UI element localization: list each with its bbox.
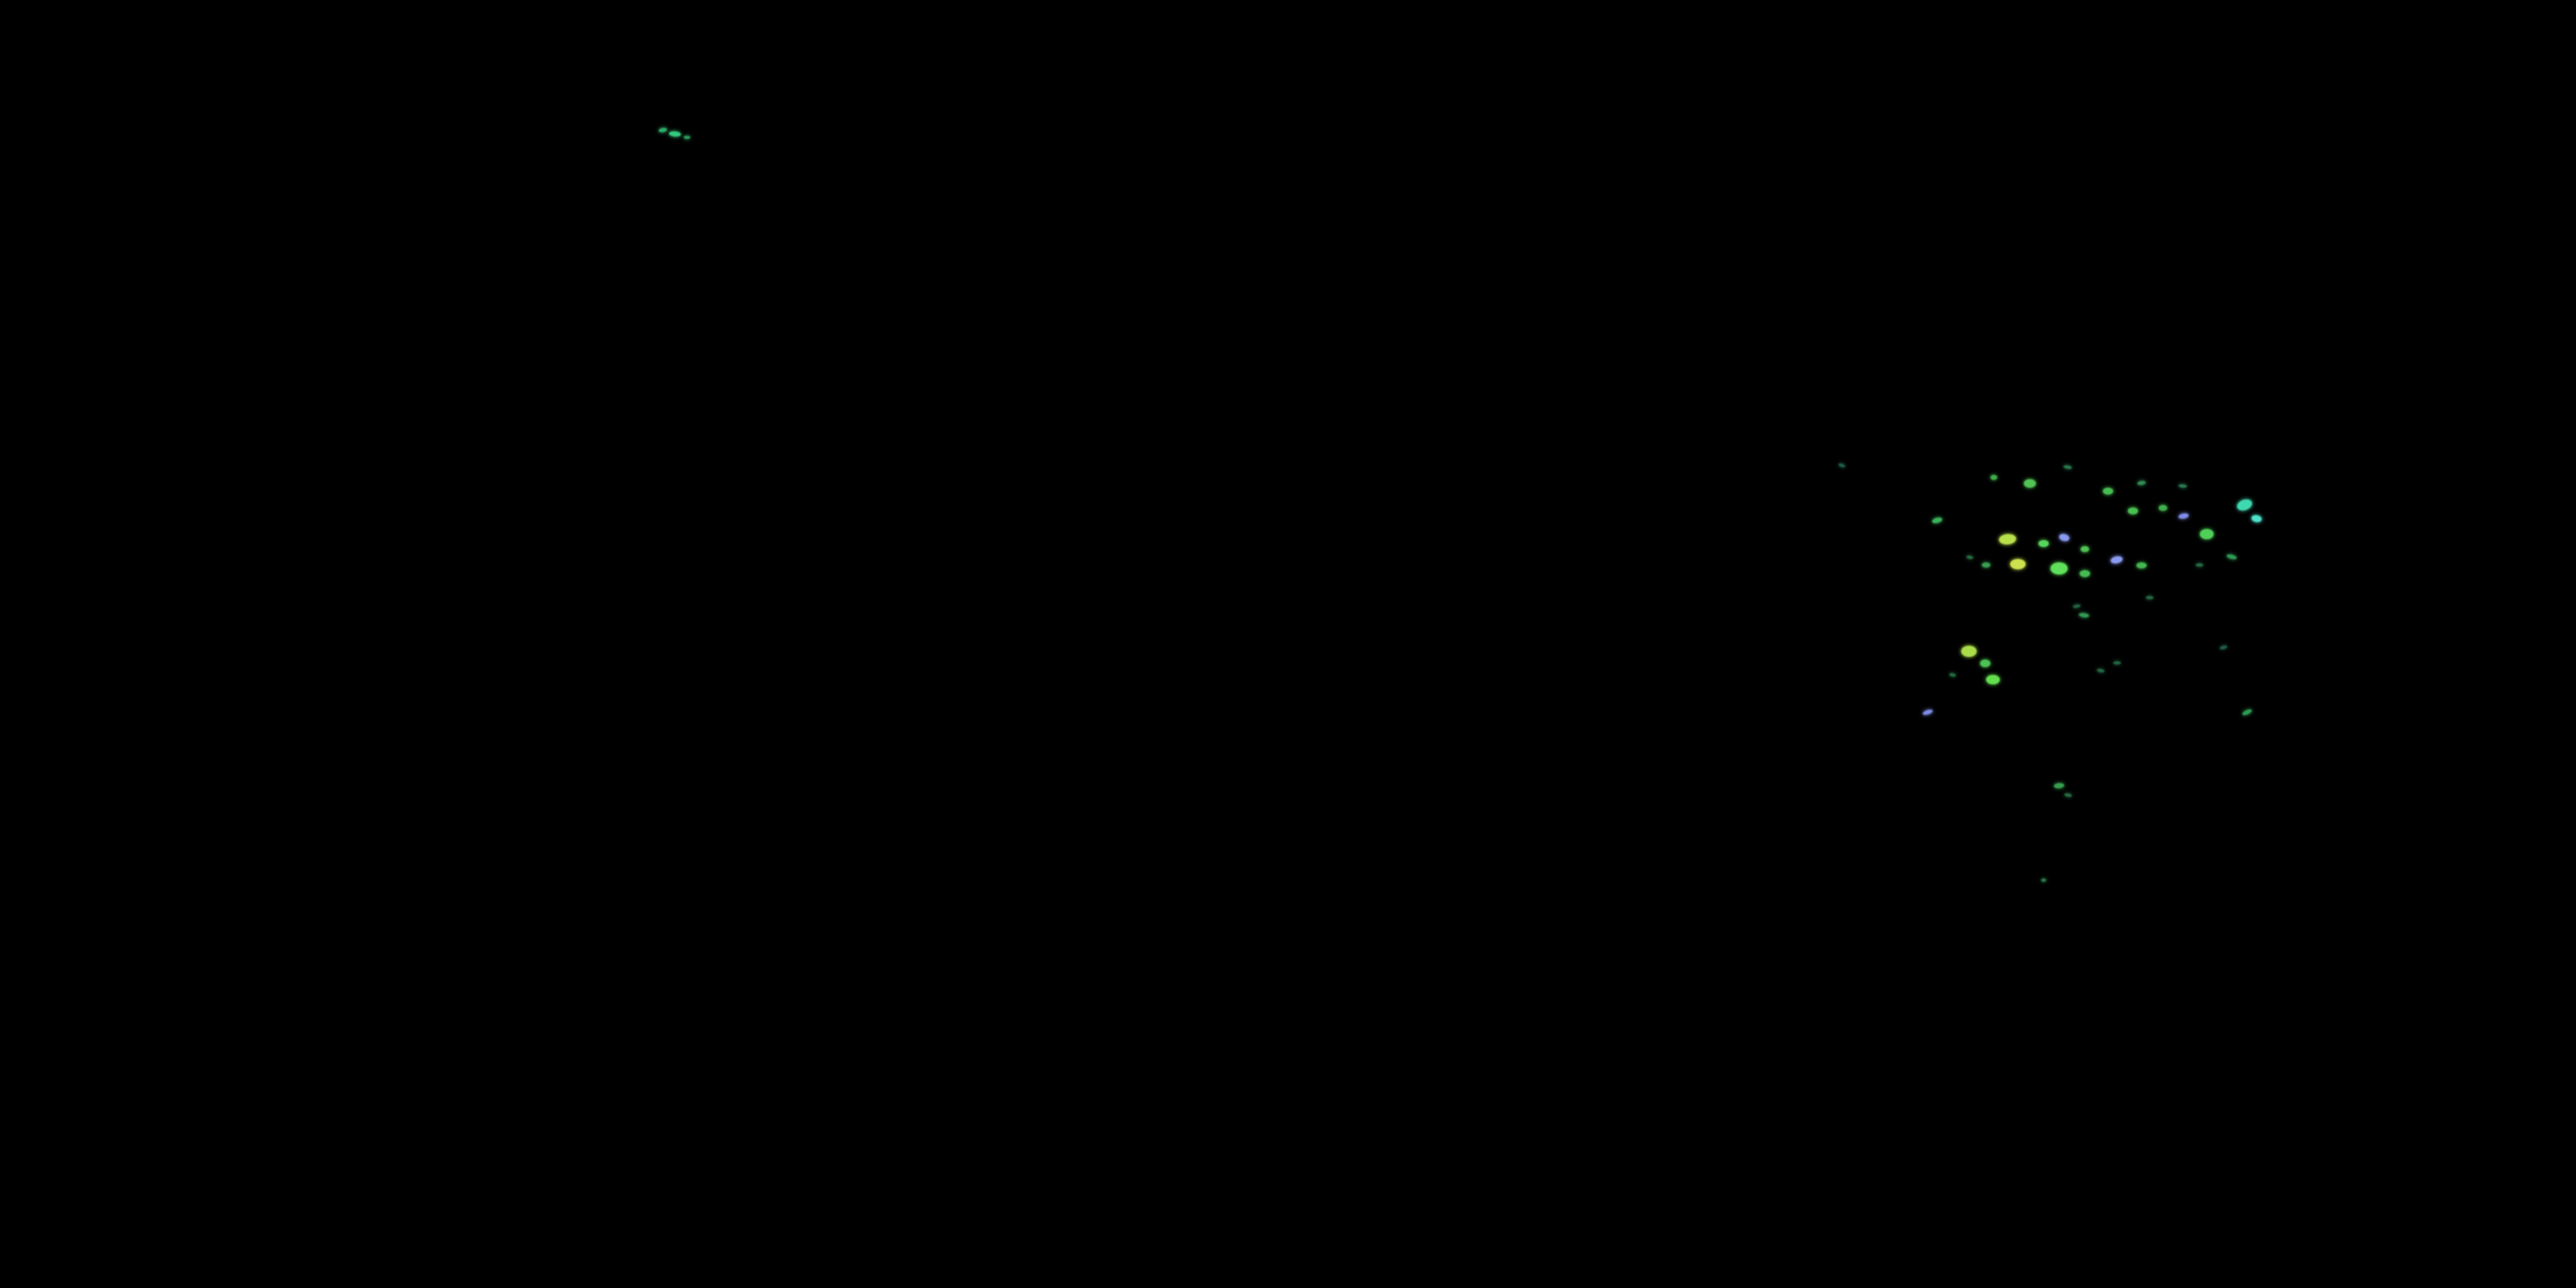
- fluorescent-particle: [1931, 516, 1943, 525]
- fluorescent-particle: [2251, 514, 2263, 523]
- fluorescent-particle: [2081, 545, 2089, 552]
- fluorescent-particle: [668, 131, 682, 137]
- fluorescent-particle: [2195, 563, 2203, 567]
- fluorescent-particle: [2200, 529, 2214, 539]
- fluorescent-particle: [1838, 462, 1846, 469]
- fluorescent-particle: [2145, 596, 2154, 599]
- fluorescent-particle: [2050, 562, 2068, 574]
- fluorescent-particle: [2110, 555, 2123, 565]
- fluorescent-particle: [2112, 661, 2121, 665]
- fluorescent-particle: [2096, 668, 2105, 673]
- fluorescent-particle: [2038, 540, 2049, 547]
- fluorescent-particle: [2072, 604, 2081, 609]
- fluorescent-particle: [2058, 532, 2070, 543]
- fluorescent-particle: [2219, 644, 2227, 651]
- fluorescent-particle: [2178, 513, 2190, 519]
- fluorescent-particle: [1986, 674, 2000, 684]
- fluorescent-particle: [2241, 708, 2253, 716]
- fluorescent-particle: [1990, 475, 1997, 480]
- fluorescent-particle: [1922, 708, 1934, 716]
- fluorescent-particle: [1965, 555, 1974, 560]
- fluorescent-particle: [1980, 659, 1990, 667]
- fluorescent-particle: [2178, 483, 2188, 489]
- fluorescent-particle: [2078, 611, 2090, 618]
- fluorescent-particle: [683, 136, 690, 139]
- fluorescent-particle: [2063, 465, 2073, 470]
- fluorescent-particle: [1961, 645, 1977, 657]
- fluorescent-particle: [2010, 559, 2026, 569]
- fluorescent-particle: [2080, 570, 2090, 577]
- fluorescent-particle: [1982, 562, 1990, 568]
- fluorescent-particle: [1948, 672, 1957, 677]
- fluorescent-particle: [2053, 782, 2065, 789]
- fluorescent-particle: [2041, 878, 2046, 882]
- fluorescent-particle: [2226, 553, 2238, 560]
- fluorescent-particle: [2159, 504, 2167, 511]
- fluorescent-particle: [2063, 793, 2072, 798]
- fluorescent-particle: [2136, 562, 2147, 568]
- fluorescent-particle: [2128, 507, 2138, 514]
- fluorescent-particle: [2235, 497, 2254, 513]
- fluorescent-particle: [1998, 533, 2017, 545]
- fluorescent-particle: [658, 126, 668, 133]
- fluorescent-particle: [2136, 479, 2147, 486]
- fluorescent-particle: [2024, 479, 2036, 488]
- fluorescent-particle: [2103, 488, 2113, 495]
